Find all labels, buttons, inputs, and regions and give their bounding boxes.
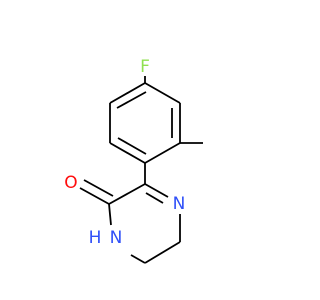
molecule-structure: F O N N H [64,57,203,264]
bond [108,203,112,226]
bond [108,183,146,205]
atom-label-layer: F O N N H [64,57,185,248]
atom-label-nitrogen-4: N [173,194,186,214]
bond [117,137,147,155]
atom-label-fluorine: F [140,57,150,77]
bond [83,179,114,197]
bond-layer [79,76,203,264]
bond [144,82,181,104]
bond [109,142,146,164]
bond [109,82,146,104]
atom-label-hydrogen: H [89,228,102,248]
bond [79,187,110,205]
bond [145,192,164,204]
bond [144,183,169,198]
bond [116,91,147,109]
bond [144,142,181,164]
bond [144,241,181,264]
atom-label-nitrogen-1: N [110,228,123,248]
atom-label-oxygen: O [64,173,77,193]
bond [130,254,146,264]
